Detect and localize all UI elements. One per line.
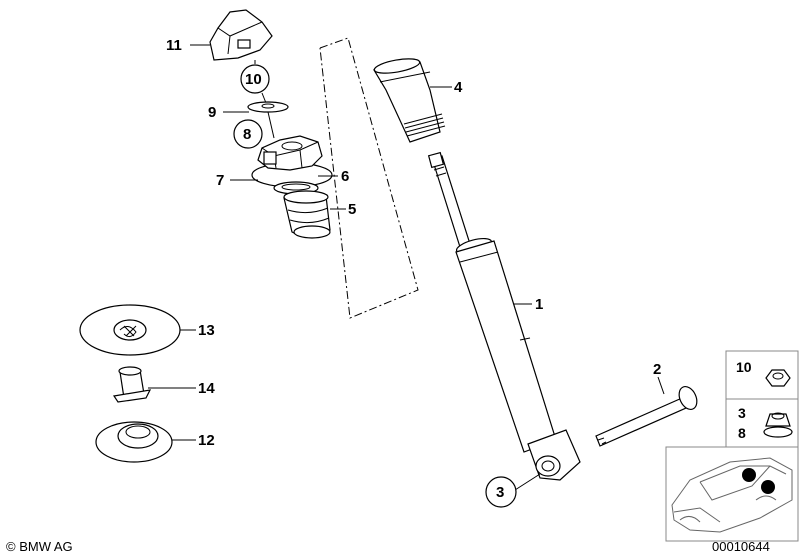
nut-legend-box-single: 10	[725, 350, 799, 400]
callout-hex-nut: 3	[485, 476, 517, 508]
label-support-bearing: 7	[216, 172, 224, 189]
label-shock-absorber: 1	[535, 296, 543, 313]
image-number: 00010644	[712, 539, 770, 554]
legend-label-single: 10	[736, 359, 752, 375]
label-support-disc: 6	[341, 168, 349, 185]
label-self-locking-nut-top: 10	[245, 71, 262, 88]
vehicle-locator-box	[665, 446, 799, 542]
support-bearing-part	[251, 135, 333, 188]
label-hex-bolt: 2	[653, 361, 661, 378]
bush-part	[112, 366, 152, 403]
label-washer: 9	[208, 104, 216, 121]
label-cover-plate: 13	[198, 322, 215, 339]
legend-label-pair-a: 3	[738, 405, 746, 421]
flange-nut-icon	[763, 412, 793, 438]
hex-bolt-part	[595, 386, 698, 447]
car-outline-icon	[671, 457, 793, 533]
callout-self-locking-nut-top: 10	[240, 64, 270, 94]
shock-absorber-part	[427, 151, 581, 481]
cover-disc-part	[95, 421, 173, 463]
nut-legend-box-pair: 3 8	[725, 398, 799, 448]
label-protection-tube: 4	[454, 79, 463, 96]
label-hex-nut: 3	[496, 484, 504, 501]
label-cap: 11	[166, 37, 182, 54]
cap-part	[209, 9, 273, 61]
auxiliary-spring-part	[283, 190, 331, 239]
washer-part	[247, 101, 289, 113]
protection-tube-part	[373, 58, 446, 143]
label-bush: 14	[198, 380, 215, 397]
cover-plate-part	[79, 304, 181, 356]
nut-icon	[765, 369, 791, 387]
location-marker-icon	[742, 468, 756, 482]
label-hex-nut-bearing: 8	[243, 126, 251, 143]
copyright-text: © BMW AG	[6, 539, 73, 554]
location-marker-icon	[761, 480, 775, 494]
label-cover-disc: 12	[198, 432, 215, 449]
callout-hex-nut-bearing: 8	[233, 119, 263, 149]
legend-label-pair-b: 8	[738, 425, 746, 441]
label-auxiliary-spring: 5	[348, 201, 356, 218]
exploded-view-bracket	[319, 37, 419, 319]
